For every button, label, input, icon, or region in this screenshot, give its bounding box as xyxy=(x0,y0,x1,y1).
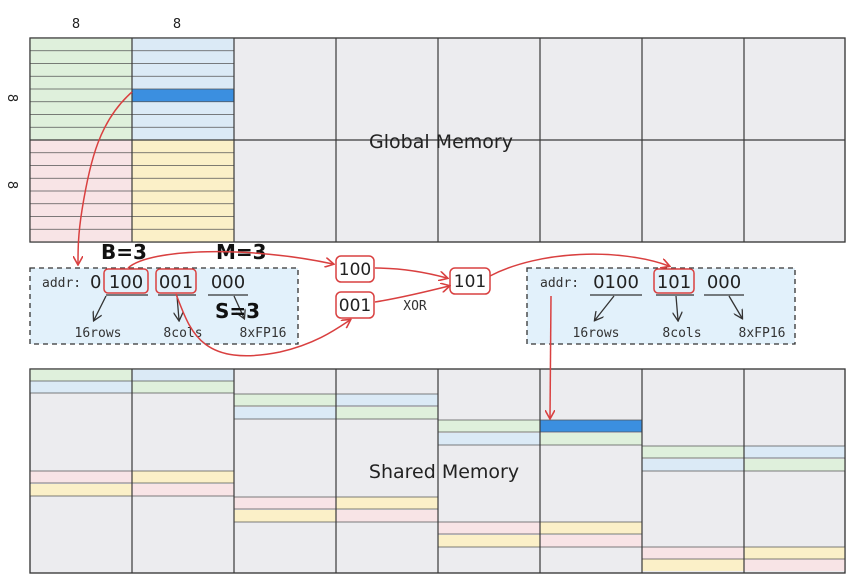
smem-stripe-pink xyxy=(132,484,234,496)
global-memory-grid: Global Memory xyxy=(29,37,846,243)
smem-stripe-pink xyxy=(336,510,438,522)
xor-input-a: 100 xyxy=(339,260,371,280)
xor-input-b: 001 xyxy=(339,296,371,316)
smem-stripe-pink xyxy=(540,535,642,547)
smem-stripe-yellow xyxy=(336,497,438,509)
xor-operation: 100 001 XOR 101 xyxy=(335,255,491,319)
smem-stripe-green xyxy=(30,369,132,381)
arrow-xor-b-to-result xyxy=(374,286,449,303)
target-addr-col-bits: 101 xyxy=(657,272,691,293)
smem-stripe-blue xyxy=(438,433,540,445)
source-addr-box: addr: 0 100 001 000 16rows 8cols 8xFP16 xyxy=(29,267,299,345)
xor-label: XOR xyxy=(403,299,427,314)
param-b: B=3 xyxy=(101,240,147,264)
smem-stripe-blue xyxy=(234,407,336,419)
smem-stripe-green xyxy=(540,433,642,445)
smem-stripe-yellow xyxy=(438,535,540,547)
smem-stripe-blue xyxy=(132,369,234,381)
xor-result: 101 xyxy=(454,272,486,292)
smem-stripe-yellow xyxy=(30,484,132,496)
dim-label-row-2: 8 xyxy=(4,181,19,189)
arrow-global-to-addr xyxy=(78,91,133,264)
shared-memory-grid: Shared Memory xyxy=(29,368,846,574)
smem-stripe-blue xyxy=(30,381,132,393)
arrow-colbits-to-xor-b xyxy=(175,293,350,357)
target-addr-prefix: addr: xyxy=(540,276,579,291)
source-addr-lead-bit: 0 xyxy=(90,272,101,293)
arrow-xor-a-to-result xyxy=(374,267,447,278)
source-addr-prefix: addr: xyxy=(42,276,81,291)
source-elem-desc: 8xFP16 xyxy=(240,326,287,341)
source-addr-row-bits: 100 xyxy=(109,272,143,293)
smem-stripe-pink xyxy=(642,547,744,559)
smem-stripe-pink xyxy=(30,471,132,483)
dim-label-row-1: 8 xyxy=(4,94,19,102)
smem-stripe-green xyxy=(744,459,845,471)
arrow-result-to-target xyxy=(489,253,669,277)
target-row-desc: 16rows xyxy=(573,326,620,341)
smem-stripe-green xyxy=(132,381,234,393)
smem-stripe-pink xyxy=(438,522,540,534)
smem-stripe-blue xyxy=(744,446,845,458)
flow-arrows xyxy=(78,91,669,418)
dim-label-col-1: 8 xyxy=(72,17,80,32)
target-elem-desc: 8xFP16 xyxy=(739,326,786,341)
smem-stripe-green xyxy=(234,394,336,406)
smem-stripe-green xyxy=(438,420,540,432)
global-highlight-row xyxy=(132,89,234,102)
smem-stripe-yellow xyxy=(744,547,845,559)
source-addr-col-bits: 001 xyxy=(159,272,193,293)
target-addr-lead-bits: 0100 xyxy=(593,272,639,293)
shared-memory-label: Shared Memory xyxy=(369,461,519,483)
arrow-target-to-shared xyxy=(550,295,551,418)
smem-stripe-green xyxy=(642,446,744,458)
source-addr-elem-bits: 000 xyxy=(211,272,245,293)
target-addr-box: addr: 0100 101 000 16rows 8cols 8xFP16 xyxy=(526,267,796,345)
global-memory-label: Global Memory xyxy=(369,131,513,153)
source-row-desc: 16rows xyxy=(75,326,122,341)
arrow-rowbits-to-xor-a xyxy=(127,250,333,269)
param-s: S=3 xyxy=(215,299,260,323)
smem-stripe-blue xyxy=(642,459,744,471)
smem-stripe-yellow xyxy=(642,559,744,571)
smem-highlight-row xyxy=(540,420,642,432)
smem-stripe-pink xyxy=(234,497,336,509)
smem-stripe-green xyxy=(336,407,438,419)
source-col-desc: 8cols xyxy=(163,326,202,341)
smem-stripe-yellow xyxy=(540,522,642,534)
target-col-desc: 8cols xyxy=(662,326,701,341)
target-addr-elem-bits: 000 xyxy=(707,272,741,293)
dim-label-col-2: 8 xyxy=(173,17,181,32)
smem-stripe-blue xyxy=(336,394,438,406)
smem-stripe-yellow xyxy=(234,510,336,522)
smem-stripe-pink xyxy=(744,559,845,571)
smem-stripe-yellow xyxy=(132,471,234,483)
